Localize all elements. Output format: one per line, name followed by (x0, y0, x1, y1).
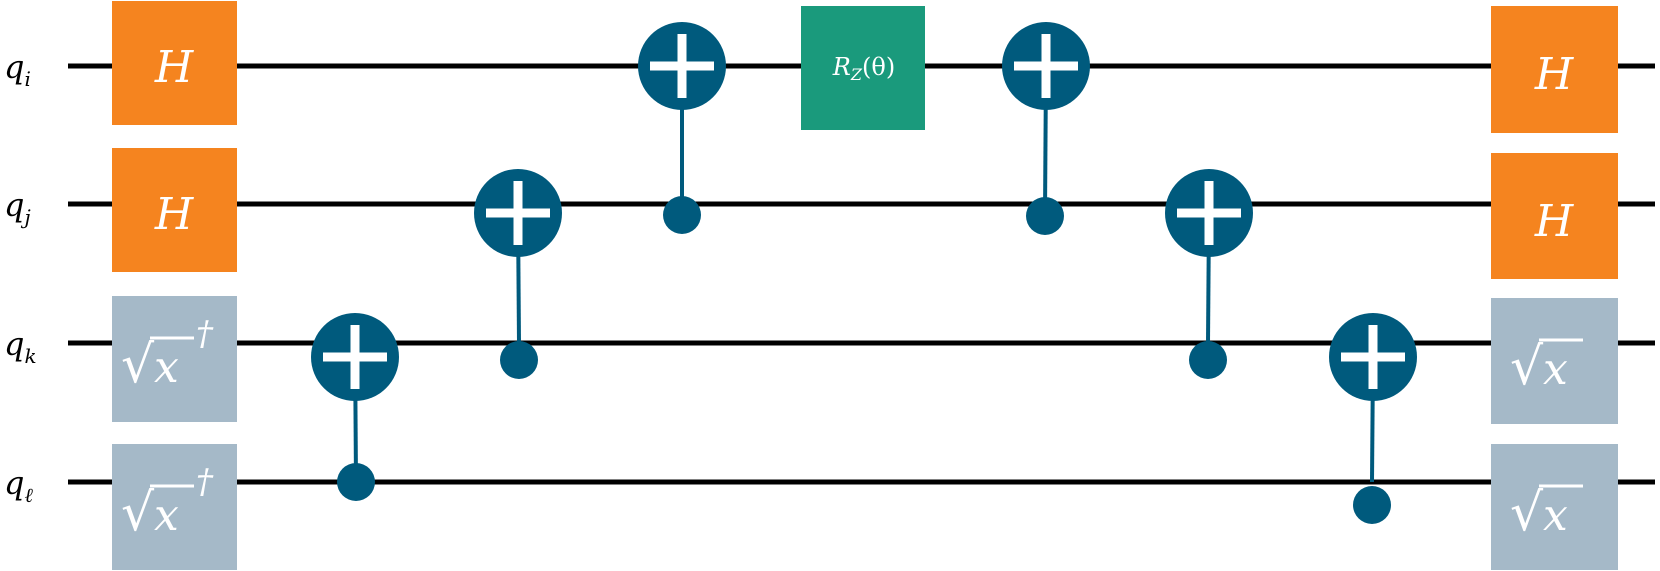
qubit-label-qi: qi (4, 48, 31, 91)
svg-text:RZ(θ): RZ(θ) (832, 53, 895, 84)
rz-sub: Z (850, 65, 863, 84)
sqrt-symbol: √ (1510, 483, 1544, 543)
sqrtx-dagger-gate-qk: √ x † (112, 296, 237, 422)
sqrt-symbol: √ (121, 483, 155, 543)
cnot-gate-qk-to-qj (474, 169, 562, 379)
sqrt-var: x (1543, 344, 1568, 395)
gate-label: H (1534, 196, 1575, 247)
svg-text:qi: qi (4, 48, 31, 91)
qubit-label-base: q (4, 48, 24, 86)
qubit-label-base: q (4, 186, 24, 224)
qubit-label-sub: ℓ (24, 483, 33, 507)
control-dot (337, 463, 375, 501)
qubit-label-base: q (4, 464, 24, 502)
sqrt-symbol: √ (121, 335, 155, 395)
cnot-gate-qj-to-qi (638, 22, 726, 234)
qubit-label-qk: qk (4, 325, 37, 368)
sqrtx-gate-qk: √ x (1491, 298, 1618, 424)
control-dot (1353, 486, 1391, 524)
dagger-symbol: † (196, 462, 214, 502)
cnot-gate-ql-to-qk (311, 313, 399, 501)
gate-label: H (1534, 49, 1575, 100)
svg-text:qk: qk (4, 325, 37, 368)
cnot-gate-qj-to-qi-2 (1002, 22, 1090, 235)
gate-label: H (154, 42, 195, 93)
control-dot (1189, 341, 1227, 379)
svg-text:qℓ: qℓ (4, 464, 33, 507)
dagger-symbol: † (196, 314, 214, 354)
qubit-label-sub: j (20, 205, 30, 229)
qubit-label-base: q (4, 325, 24, 363)
control-dot (663, 196, 701, 234)
cnot-gate-qk-to-qj-2 (1165, 169, 1253, 379)
control-dot (1026, 197, 1064, 235)
sqrtx-dagger-gate-ql: √ x † (112, 444, 237, 570)
svg-text:qj: qj (4, 186, 31, 229)
sqrt-var: x (154, 342, 179, 393)
qubit-label-qj: qj (4, 186, 31, 229)
sqrtx-gate-ql: √ x (1491, 444, 1618, 570)
qubit-label-sub: i (24, 67, 30, 91)
hadamard-gate-qj-left: H (112, 148, 237, 272)
hadamard-gate-qi-right: H (1491, 6, 1618, 133)
cnot-gate-ql-to-qk-2 (1329, 313, 1417, 524)
sqrt-symbol: √ (1510, 337, 1544, 397)
qubit-label-sub: k (24, 344, 36, 368)
hadamard-gate-qj-right: H (1491, 153, 1618, 279)
rz-arg: (θ) (862, 53, 895, 81)
qubit-label-ql: qℓ (4, 464, 33, 507)
rz-gate: RZ(θ) (801, 6, 925, 130)
hadamard-gate-qi-left: H (112, 1, 237, 125)
control-dot (500, 341, 538, 379)
sqrt-var: x (154, 490, 179, 541)
rz-base: R (832, 53, 851, 81)
sqrt-var: x (1543, 490, 1568, 541)
gate-label: H (154, 189, 195, 240)
